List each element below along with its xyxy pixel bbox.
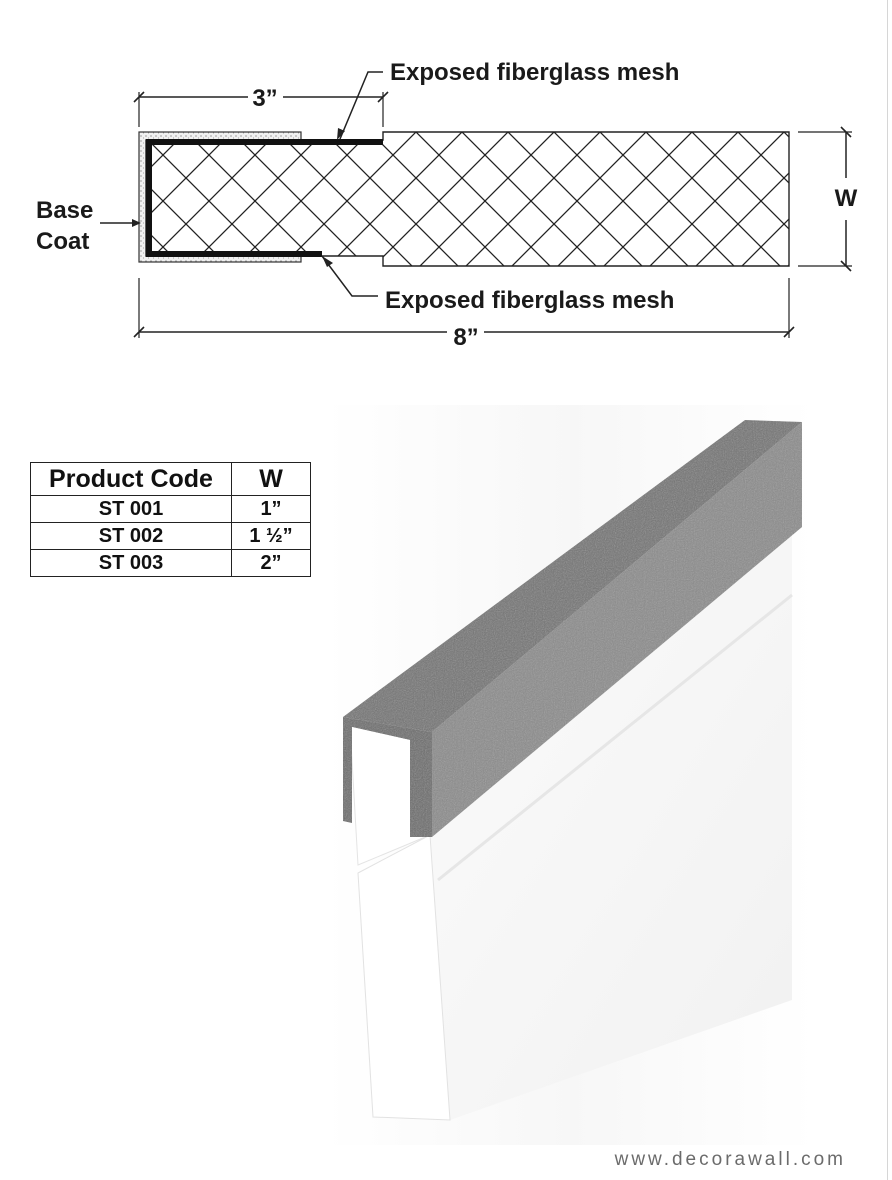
leader-base-coat: Base Coat: [36, 197, 141, 255]
leader-mesh-top: Exposed fiberglass mesh: [337, 59, 679, 140]
product-code-cell: ST 001: [30, 495, 232, 523]
cap-end-foam: [352, 727, 410, 837]
wall-edge: [357, 834, 451, 1121]
product-render-image: [325, 405, 815, 1145]
leader-mesh-bottom: Exposed fiberglass mesh: [321, 255, 674, 314]
base-coat-label-2: Coat: [36, 228, 89, 255]
dimension-8in: 8”: [133, 278, 795, 351]
width-cell: 1”: [231, 495, 311, 523]
header-w: W: [231, 462, 311, 496]
website-url: www.decorawall.com: [614, 1149, 846, 1170]
cross-section-diagram: 3” 8” W Exposed fiberglass mesh Exposed …: [36, 59, 858, 351]
page-edge-divider: [887, 0, 888, 1180]
table-row: ST 003 2”: [30, 549, 311, 577]
mesh-top-label: Exposed fiberglass mesh: [390, 59, 679, 86]
dim-top-label: 3”: [252, 85, 277, 112]
product-code-cell: ST 003: [30, 549, 232, 577]
table-row: ST 001 1”: [30, 495, 311, 523]
width-cell: 1 ½”: [231, 522, 311, 550]
dim-height-label: W: [835, 185, 858, 212]
width-cell: 2”: [231, 549, 311, 577]
product-code-cell: ST 002: [30, 522, 232, 550]
mesh-bottom-label: Exposed fiberglass mesh: [385, 287, 674, 314]
header-product-code: Product Code: [30, 462, 232, 496]
cap-front-face: [432, 422, 802, 837]
dim-bottom-label: 8”: [453, 324, 478, 351]
base-coat-label-1: Base: [36, 197, 93, 224]
wall-face: [430, 530, 792, 1120]
foam-body: [145, 131, 790, 267]
cap-end-face: [343, 717, 432, 837]
fiberglass-mesh-line: [146, 139, 383, 257]
table-row: ST 002 1 ½”: [30, 522, 311, 550]
cap-top-face: [343, 420, 802, 732]
dimension-w: W: [798, 126, 858, 272]
product-table: Product Code W ST 001 1” ST 002 1 ½” ST …: [30, 462, 311, 577]
table-header-row: Product Code W: [30, 462, 311, 496]
dimension-3in: 3”: [133, 85, 389, 127]
